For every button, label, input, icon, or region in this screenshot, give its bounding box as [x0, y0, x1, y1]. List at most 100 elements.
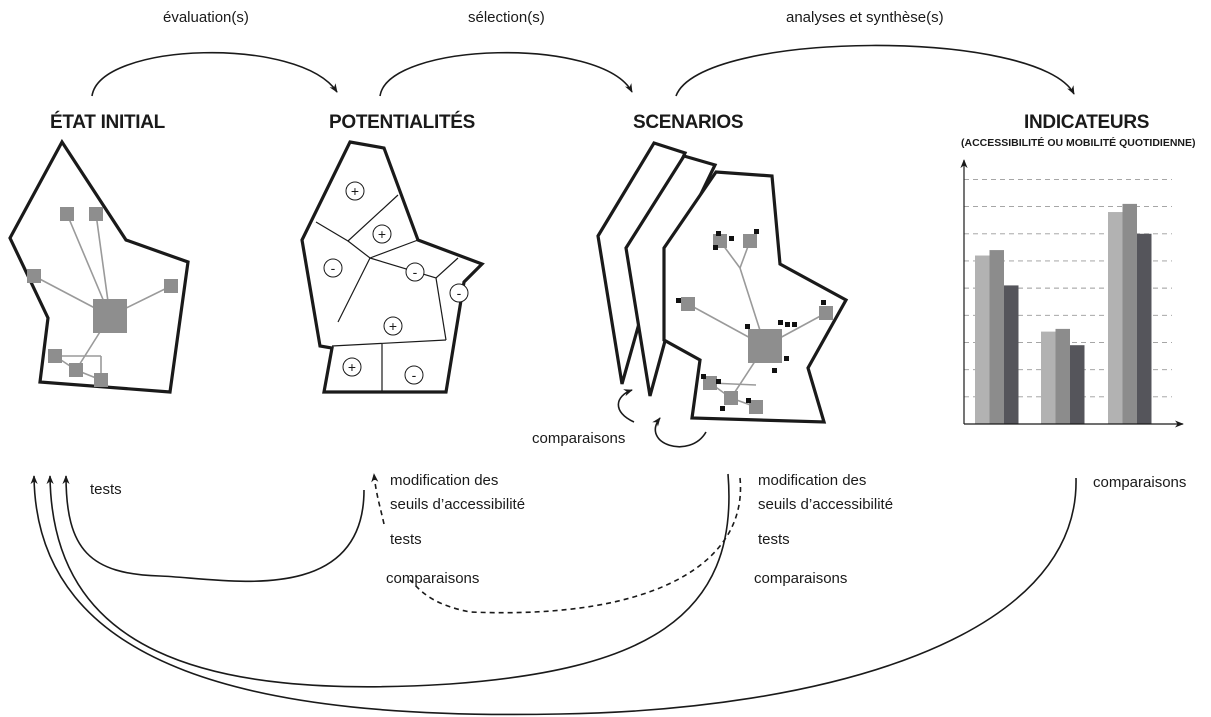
- stage-title-etat-initial: ÉTAT INITIAL: [50, 111, 166, 133]
- scenario-point: [676, 298, 681, 303]
- zone-sign: +: [378, 226, 386, 242]
- chart-bars: [975, 203, 1152, 424]
- mid-modification-label-2: seuils d’accessibilité: [390, 496, 525, 513]
- scenario-point: [772, 368, 777, 373]
- chart-bar: [975, 255, 990, 424]
- network-node: [743, 234, 757, 248]
- zone-sign: -: [412, 367, 417, 383]
- stage-subtitle-indicateurs: (ACCESSIBILITÉ OU MOBILITÉ QUOTIDIENNE): [961, 136, 1196, 149]
- right-modification-label-2: seuils d’accessibilité: [758, 496, 893, 513]
- feedback-arrows: [30, 473, 1077, 716]
- scenarios-maps: comparaisons: [532, 141, 849, 448]
- zone-sign: +: [351, 183, 359, 199]
- network-node: [724, 391, 738, 405]
- analyses-arrow: [675, 44, 1075, 97]
- network-node: [164, 279, 178, 293]
- potentialites-signs: + + - - - + + -: [323, 181, 469, 385]
- selection-label: sélection(s): [468, 9, 545, 26]
- scenario-point: [729, 236, 734, 241]
- scenario-point: [784, 356, 789, 361]
- potentialites-outline: [300, 140, 485, 394]
- far-right-comparaisons-label: comparaisons: [1093, 474, 1186, 491]
- chart-bar: [1137, 233, 1152, 424]
- zone-sign: -: [457, 285, 462, 301]
- scenarios-loop-arrow-2: [652, 417, 707, 448]
- zone-sign-circle: [372, 224, 392, 244]
- feedback-labels: tests modification des seuils d’accessib…: [90, 472, 1186, 587]
- top-arrows: évaluation(s) sélection(s) analyses et s…: [91, 9, 1075, 97]
- chart-bar: [1108, 212, 1123, 424]
- chart-bar: [1122, 203, 1137, 424]
- feedback-arrow-scenarios: [46, 473, 730, 688]
- stage-title-scenarios: SCENARIOS: [633, 112, 743, 133]
- scenario-point: [785, 322, 790, 327]
- scenario-point: [716, 379, 721, 384]
- scenarios-loop-arrow-1: [617, 389, 635, 423]
- chart-bar: [989, 250, 1004, 424]
- network-node: [819, 306, 833, 320]
- scenario-point: [701, 374, 706, 379]
- network-node: [27, 269, 41, 283]
- zone-sign-circle: [404, 365, 424, 385]
- scenario-point: [754, 229, 759, 234]
- right-comparaisons-label: comparaisons: [754, 570, 847, 587]
- analyses-label: analyses et synthèse(s): [786, 9, 944, 26]
- scenario-point: [778, 320, 783, 325]
- network-hub: [748, 329, 782, 363]
- mid-tests-label: tests: [390, 531, 422, 548]
- scenario-point: [792, 322, 797, 327]
- network-node: [89, 207, 103, 221]
- scenario-point: [746, 398, 751, 403]
- zone-sign: +: [389, 318, 397, 334]
- feedback-arrow-potentialites: [62, 475, 365, 583]
- chart-bar: [1041, 331, 1056, 424]
- network-hub: [93, 299, 127, 333]
- chart-bar: [1004, 285, 1019, 424]
- scenario-network: [676, 229, 833, 414]
- network-node: [48, 349, 62, 363]
- chart-bar: [1070, 345, 1085, 424]
- zone-sign: -: [331, 260, 336, 276]
- left-tests-label: tests: [90, 481, 122, 498]
- zone-sign-circle: [323, 258, 343, 278]
- network-node: [60, 207, 74, 221]
- zone-sign-circle: [345, 181, 365, 201]
- mid-modification-label-1: modification des: [390, 472, 498, 489]
- zone-sign-circle: [405, 262, 425, 282]
- right-tests-label: tests: [758, 531, 790, 548]
- etat-initial-network: [27, 207, 178, 387]
- etat-initial-outline: [8, 138, 190, 394]
- network-node: [713, 234, 727, 248]
- scenarios-comparaisons-label: comparaisons: [532, 430, 625, 447]
- scenario-point: [821, 300, 826, 305]
- network-node: [94, 373, 108, 387]
- stage-title-indicateurs: INDICATEURS: [1024, 112, 1149, 133]
- right-modification-label-1: modification des: [758, 472, 866, 489]
- feedback-arrow-indicateurs: [30, 475, 1077, 716]
- scenario-outline-front: [662, 170, 849, 424]
- network-node: [703, 376, 717, 390]
- network-node: [749, 400, 763, 414]
- mid-comparaisons-label: comparaisons: [386, 570, 479, 587]
- network-node: [69, 363, 83, 377]
- stage-title-potentialites: POTENTIALITÉS: [329, 111, 475, 133]
- scenario-point: [713, 245, 718, 250]
- zone-sign: +: [348, 359, 356, 375]
- feedback-arrow-dashed-up: [371, 473, 385, 525]
- chart-bar: [1055, 328, 1070, 424]
- scenario-point: [716, 231, 721, 236]
- evaluation-arrow: [91, 51, 338, 97]
- potentialites-zones: [315, 194, 459, 392]
- selection-arrow: [379, 51, 633, 97]
- zone-sign-circle: [449, 283, 469, 303]
- etat-initial-map: [8, 138, 190, 394]
- evaluation-label: évaluation(s): [163, 9, 249, 26]
- zone-sign: -: [413, 264, 418, 280]
- scenario-point: [720, 406, 725, 411]
- zone-sign-circle: [383, 316, 403, 336]
- zone-sign-circle: [342, 357, 362, 377]
- scenario-point: [745, 324, 750, 329]
- feedback-arrow-scenarios-dashed: [409, 477, 742, 614]
- network-node: [681, 297, 695, 311]
